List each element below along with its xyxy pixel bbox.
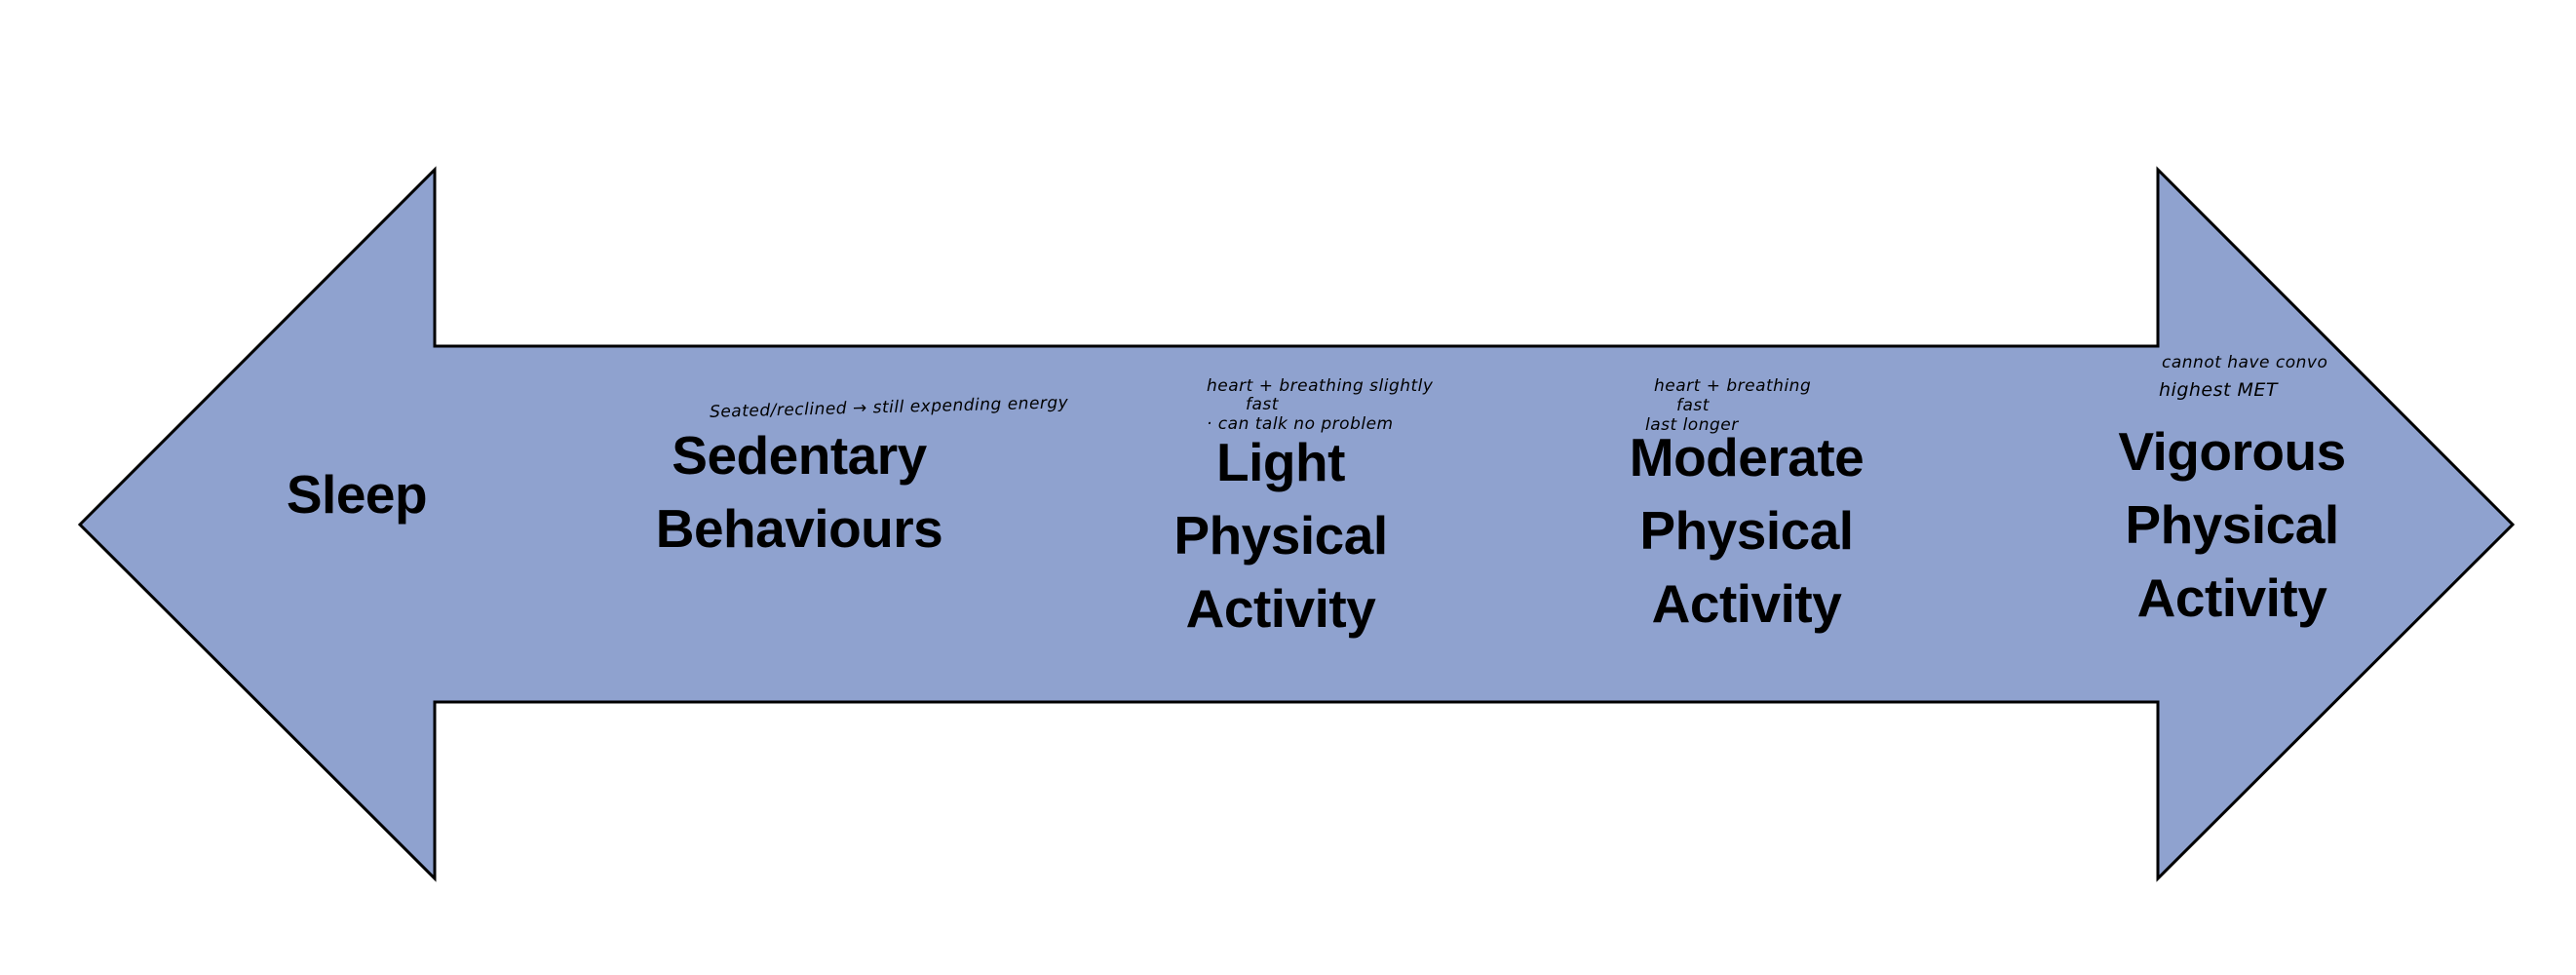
category-moderate-label: Moderate Physical Activity <box>1630 421 1865 641</box>
light-note-3: · can talk no problem <box>1207 414 1394 434</box>
moderate-annotation-1: heart + breathing <box>1654 376 1811 396</box>
category-light-label: Light Physical Activity <box>1173 426 1388 645</box>
light-note-2: fast <box>1246 395 1279 414</box>
vigorous-annotation-2: highest MET <box>2159 380 2278 400</box>
sleep-line-1: Sleep <box>286 464 428 525</box>
category-sedentary-label: Sedentary Behaviours <box>656 419 943 566</box>
category-vigorous-label: Vigorous Physical Activity <box>2118 415 2346 635</box>
moderate-note-1: heart + breathing <box>1654 376 1812 396</box>
vigorous-line-3: Activity <box>2136 567 2327 628</box>
moderate-line-1: Moderate <box>1629 427 1865 488</box>
light-note-1: heart + breathing slightly <box>1207 376 1434 396</box>
moderate-annotation-3: last longer <box>1645 415 1739 435</box>
light-annotation-1: heart + breathing slightly <box>1207 376 1433 396</box>
moderate-note-2: fast <box>1676 396 1710 415</box>
sedentary-line-1: Sedentary <box>672 425 927 486</box>
sedentary-line-2: Behaviours <box>655 498 943 559</box>
vigorous-note-1: cannot have convo <box>2162 353 2328 372</box>
vigorous-note-2: highest MET <box>2159 379 2279 401</box>
light-line-2: Physical <box>1173 505 1388 566</box>
moderate-line-2: Physical <box>1639 500 1854 561</box>
moderate-line-3: Activity <box>1651 573 1842 634</box>
vigorous-line-2: Physical <box>2125 494 2339 555</box>
light-annotation-2: fast <box>1246 395 1279 414</box>
vigorous-annotation-1: cannot have convo <box>2162 353 2327 372</box>
light-line-1: Light <box>1216 432 1345 492</box>
moderate-note-3: last longer <box>1645 415 1739 435</box>
light-annotation-3: · can talk no problem <box>1207 414 1394 434</box>
category-sleep-label: Sleep <box>286 458 428 531</box>
light-line-3: Activity <box>1185 578 1376 639</box>
moderate-annotation-2: fast <box>1676 396 1710 415</box>
vigorous-line-1: Vigorous <box>2118 421 2346 482</box>
